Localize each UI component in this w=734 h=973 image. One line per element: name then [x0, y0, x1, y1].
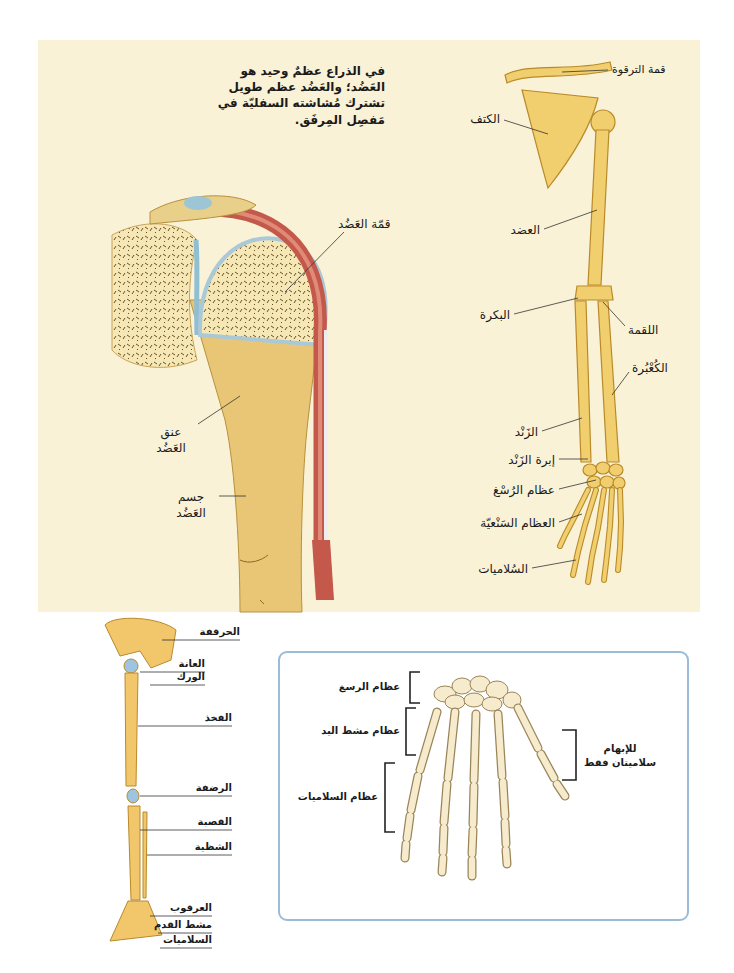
part-label: الفخذ: [205, 711, 232, 725]
part-label: الرضفة: [196, 781, 232, 795]
hand-brackets: [385, 672, 576, 832]
part-label: إبرة الزَنْد: [508, 452, 555, 468]
leg-leaders: [138, 640, 240, 948]
part-label: العظام السَنْعيّة: [480, 515, 555, 531]
leg-skeleton: [105, 618, 176, 941]
part-label: الشظية: [195, 840, 232, 854]
part-label: الكُعْبُرة: [632, 360, 668, 376]
part-label: عنق العَضُد: [147, 424, 195, 456]
part-label: العرقوب: [170, 901, 212, 915]
part-label: عظام مشط اليد: [321, 724, 400, 738]
part-label: للإبهام سلاميتان فقط: [584, 742, 656, 769]
note-text: في الذراع عظمٌ وحيد هو العَضُد؛ والعَضُد…: [207, 63, 385, 128]
hand-fingers: [405, 708, 565, 876]
part-label: العانة: [179, 657, 205, 671]
part-label: قمّة العَضُد: [338, 216, 390, 232]
part-label: اللقمة: [628, 322, 658, 338]
cream-ground: [38, 40, 700, 612]
arm-fingers: [560, 490, 621, 582]
part-label: قمة الترقوة: [612, 63, 666, 78]
part-label: السلاميات: [163, 933, 212, 947]
part-label: السُلاميات: [478, 561, 528, 577]
part-label: الحرقفة: [200, 625, 240, 639]
hand-panel: [279, 652, 688, 920]
part-label: البكرة: [480, 307, 510, 323]
humerus-section: [112, 196, 344, 612]
part-label: جسم العَضُد: [167, 489, 215, 521]
part-label: مشط القدم: [154, 918, 212, 932]
part-label: عظام الرسغ: [339, 680, 400, 694]
part-label: الزَنْد: [515, 424, 538, 440]
arm-skeleton: [505, 62, 625, 489]
part-label: عظام السلاميات: [298, 790, 378, 804]
part-label: الورك: [177, 670, 205, 684]
part-label: الكتف: [470, 111, 500, 127]
part-label: العضد: [511, 222, 540, 238]
hand-carpals: [434, 676, 521, 711]
part-label: القصبة: [198, 815, 232, 829]
part-label: عظام الرُسْغ: [493, 482, 555, 498]
